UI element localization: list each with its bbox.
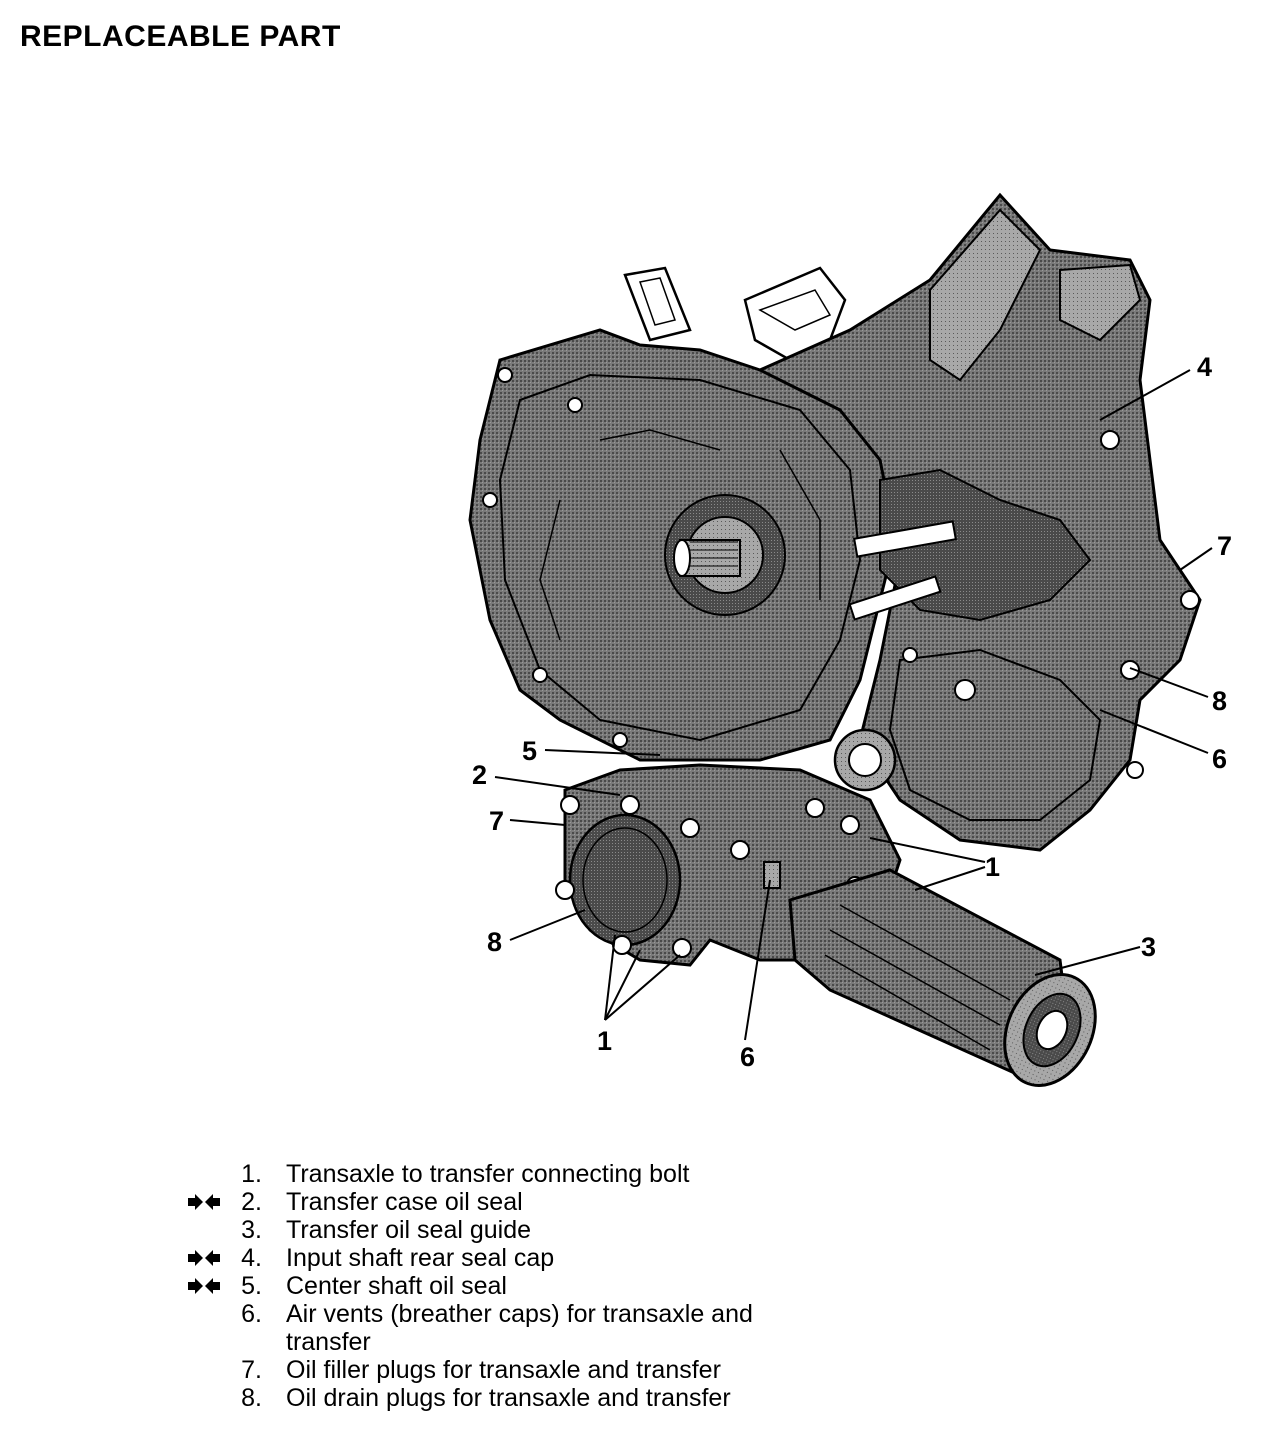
parts-legend: 1. Transaxle to transfer connecting bolt… [180, 1160, 880, 1412]
legend-text: Center shaft oil seal [286, 1272, 507, 1300]
transaxle-illustration: 1 1 2 3 4 5 6 6 7 7 8 8 [468, 192, 1232, 1087]
leader-lines [494, 369, 1213, 1041]
callout-5: 5 [522, 736, 537, 766]
double-arrow-icon [188, 1278, 220, 1294]
legend-item: 5. Center shaft oil seal [180, 1272, 880, 1300]
callout-8-right: 8 [1212, 686, 1227, 716]
legend-item: 7. Oil filler plugs for transaxle and tr… [180, 1356, 880, 1384]
callout-1-lower: 1 [597, 1026, 612, 1056]
legend-item: 2. Transfer case oil seal [180, 1188, 880, 1216]
legend-text: Oil drain plugs for transaxle and transf… [286, 1384, 731, 1412]
transaxle-case [468, 328, 902, 762]
page-title: REPLACEABLE PART [20, 20, 341, 53]
callout-7-right: 7 [1217, 531, 1232, 561]
legend-text: Transfer case oil seal [286, 1188, 523, 1216]
legend-item: 1. Transaxle to transfer connecting bolt [180, 1160, 880, 1188]
legend-item: 6. Air vents (breather caps) for transax… [180, 1300, 880, 1356]
callout-6-lower: 6 [740, 1042, 755, 1072]
legend-item: 3. Transfer oil seal guide [180, 1216, 880, 1244]
legend-number: 8. [241, 1384, 262, 1412]
center-shaft-seal [833, 728, 897, 792]
callout-7-left: 7 [489, 806, 504, 836]
legend-number: 7. [241, 1356, 262, 1384]
transfer-output-extension [788, 868, 1097, 1087]
legend-number: 3. [241, 1216, 262, 1244]
legend-number: 2. [241, 1188, 262, 1216]
callout-2: 2 [472, 760, 487, 790]
double-arrow-icon [188, 1250, 220, 1266]
legend-text: Air vents (breather caps) for transaxle … [286, 1300, 753, 1356]
legend-text: Transfer oil seal guide [286, 1216, 532, 1244]
shift-brackets [623, 266, 847, 362]
callout-1-transfer: 1 [985, 852, 1000, 882]
legend-number: 1. [241, 1160, 262, 1188]
legend-text: Input shaft rear seal cap [286, 1244, 555, 1272]
double-arrow-icon [188, 1194, 220, 1210]
legend-text: Oil filler plugs for transaxle and trans… [286, 1356, 721, 1384]
callout-6-right: 6 [1212, 744, 1227, 774]
legend-number: 6. [241, 1300, 262, 1328]
callout-8-left: 8 [487, 927, 502, 957]
callout-3: 3 [1141, 932, 1156, 962]
legend-item: 8. Oil drain plugs for transaxle and tra… [180, 1384, 880, 1412]
callout-labels: 1 1 2 3 4 5 6 6 7 7 8 8 [472, 352, 1232, 1072]
legend-number: 5. [241, 1272, 262, 1300]
legend-number: 4. [241, 1244, 262, 1272]
callout-4: 4 [1197, 352, 1212, 382]
legend-text: Transaxle to transfer connecting bolt [286, 1160, 690, 1188]
legend-item: 4. Input shaft rear seal cap [180, 1244, 880, 1272]
